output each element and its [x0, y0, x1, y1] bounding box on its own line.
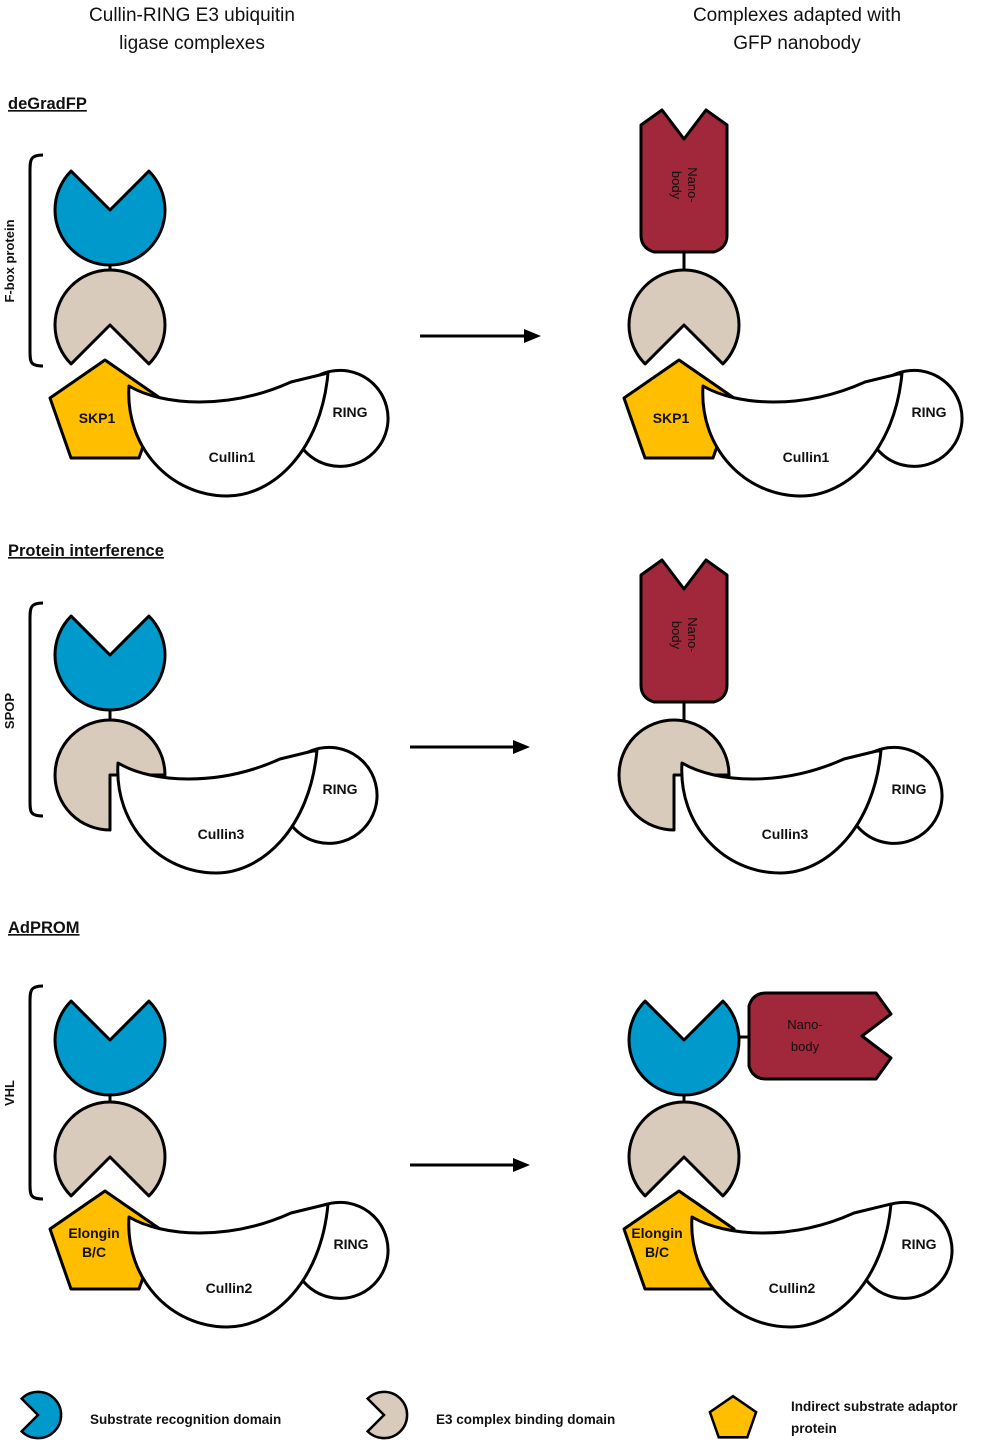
left-column-title: Cullin-RING E3 ubiquitin ligase complexe… — [89, 5, 295, 54]
ring-label: RING — [334, 1236, 369, 1252]
spop-bracket — [28, 601, 44, 818]
f-box-protein-label: F-box protein — [2, 219, 17, 302]
skp1-label: SKP1 — [653, 410, 690, 426]
nanobody-line2: body — [791, 1039, 820, 1054]
legend: Substrate recognition domain E3 complex … — [20, 1390, 958, 1440]
cullin1 — [701, 371, 904, 498]
nanobody-line1: Nano- — [685, 617, 700, 652]
nanobody-line2: body — [669, 621, 684, 650]
ring-label: RING — [323, 781, 358, 797]
right-column-title: Complexes adapted with GFP nanobody — [693, 5, 901, 54]
nanobody-line2: body — [669, 171, 684, 200]
nanobody-text: Nano- body — [669, 617, 700, 652]
substrate-recognition-domain — [53, 999, 167, 1097]
legend-adaptor-icon — [708, 1394, 758, 1439]
adprom-adapted-complex: Nano- body Elongin B/C RING Cullin2 — [622, 991, 954, 1329]
cullin1 — [127, 371, 330, 498]
cullin3-label: Cullin3 — [198, 826, 245, 842]
adaptation-arrow-3 — [410, 1158, 530, 1172]
ring-label: RING — [912, 404, 947, 420]
f-box-bracket — [28, 153, 44, 368]
elongin-label-line2: B/C — [82, 1244, 106, 1260]
spop-label: SPOP — [2, 693, 17, 729]
skp1-label: SKP1 — [79, 410, 116, 426]
protein-interference-adapted-complex: Nano- body RING Cullin3 — [594, 558, 944, 875]
cullin2-label: Cullin2 — [769, 1280, 816, 1296]
nanobody-line1: Nano- — [787, 1017, 822, 1032]
section-title-protein-interference: Protein interference — [8, 542, 164, 560]
legend-substrate-icon — [20, 1390, 63, 1440]
legend-adaptor-line1: Indirect substrate adaptor — [791, 1399, 958, 1414]
section-title-adprom: AdPROM — [8, 919, 80, 937]
protein-interference-native-complex: SPOP RING Cullin3 — [2, 601, 379, 875]
degradfp-adapted-complex: Nano- body SKP1 RING Cullin1 — [622, 108, 964, 498]
e3-binding-domain — [53, 268, 167, 366]
cullin3-label: Cullin3 — [762, 826, 809, 842]
cullin2 — [127, 1202, 330, 1329]
left-title-line1: Cullin-RING E3 ubiquitin — [89, 5, 295, 26]
adaptation-arrow-2 — [410, 740, 530, 754]
substrate-recognition-domain — [53, 169, 167, 267]
adaptation-arrow-1 — [420, 329, 541, 343]
elongin-label-line1: Elongin — [68, 1225, 119, 1241]
legend-adaptor-line2: protein — [791, 1421, 837, 1436]
legend-substrate-label: Substrate recognition domain — [90, 1412, 281, 1427]
legend-e3-icon — [366, 1390, 409, 1440]
nanobody — [747, 991, 893, 1081]
right-title-line2: GFP nanobody — [733, 33, 861, 54]
cullin2-label: Cullin2 — [206, 1280, 253, 1296]
e3-binding-domain — [627, 1100, 741, 1198]
substrate-recognition-domain — [627, 999, 741, 1097]
e3-binding-domain — [627, 268, 741, 366]
adprom-native-complex: VHL Elongin B/C RING Cullin2 — [2, 984, 390, 1329]
vhl-label: VHL — [2, 1080, 17, 1106]
ring-label: RING — [333, 404, 368, 420]
elongin-label-line2: B/C — [645, 1244, 669, 1260]
substrate-recognition-domain — [53, 614, 167, 712]
left-title-line2: ligase complexes — [119, 33, 265, 54]
vhl-bracket — [28, 984, 44, 1201]
degradfp-native-complex: F-box protein SKP1 RING Cullin1 — [2, 153, 390, 498]
nanobody-line1: Nano- — [685, 167, 700, 202]
ring-label: RING — [892, 781, 927, 797]
right-title-line1: Complexes adapted with — [693, 5, 901, 26]
nanobody-text: Nano- body — [669, 167, 700, 202]
cullin1-label: Cullin1 — [783, 449, 830, 465]
section-title-degradfp: deGradFP — [8, 95, 87, 113]
e3-binding-domain — [53, 1100, 167, 1198]
legend-e3-label: E3 complex binding domain — [436, 1412, 615, 1427]
cullin1-label: Cullin1 — [209, 449, 256, 465]
elongin-label-line1: Elongin — [631, 1225, 682, 1241]
ring-label: RING — [902, 1236, 937, 1252]
